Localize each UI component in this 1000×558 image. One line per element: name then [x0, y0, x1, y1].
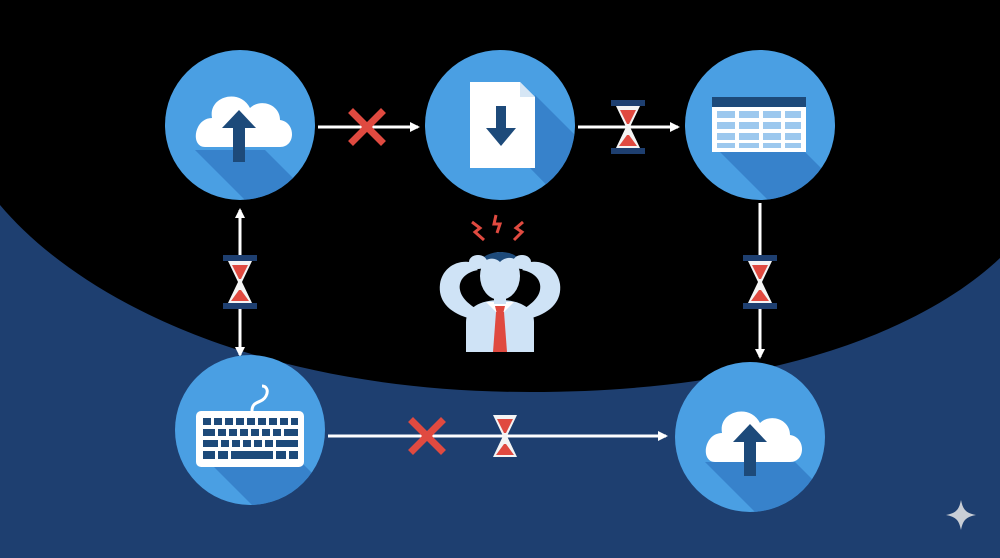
sparkle-icon: [946, 500, 976, 530]
spreadsheet-icon: [712, 97, 806, 152]
document-download-icon: [470, 82, 535, 168]
node-document-download: [425, 50, 575, 200]
node-cloud-upload-bottom: [675, 362, 825, 512]
cloud-upload-icon: [195, 96, 292, 162]
node-spreadsheet: [685, 50, 835, 200]
stressed-person-icon: [439, 214, 561, 352]
node-cloud-upload-top: [165, 50, 315, 200]
stress-lightning-icon: [471, 214, 525, 242]
keyboard-icon: [196, 384, 304, 467]
cloud-upload-icon: [705, 411, 802, 476]
